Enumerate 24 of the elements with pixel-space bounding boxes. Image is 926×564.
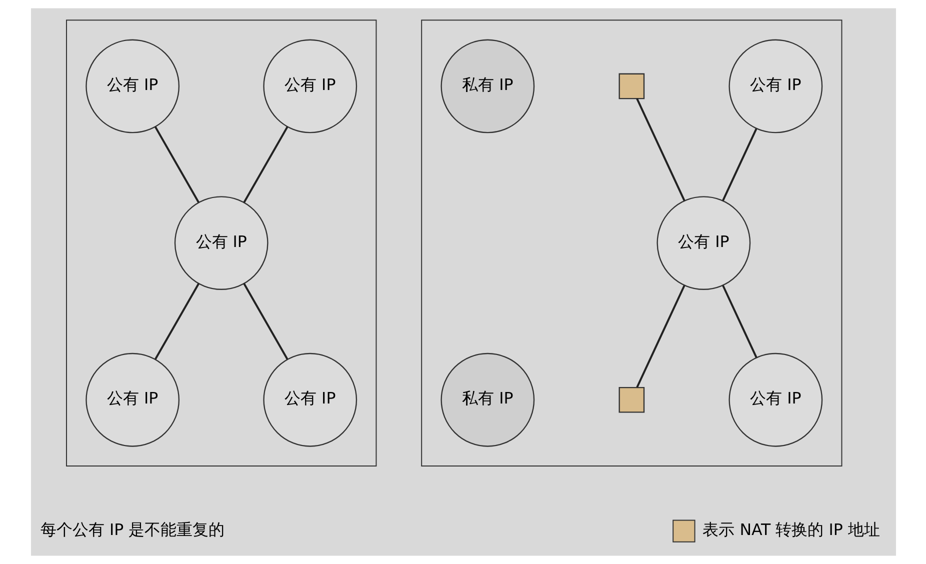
node-circle: 公有 IP bbox=[262, 39, 357, 134]
node-circle: 公有 IP bbox=[174, 196, 268, 290]
node-circle: 公有 IP bbox=[656, 196, 750, 290]
legend-label: 表示 NAT 转换的 IP 地址 bbox=[702, 520, 880, 539]
node-circle: 私有 IP bbox=[440, 352, 534, 447]
node-circle: 公有 IP bbox=[85, 352, 180, 447]
cluster bbox=[420, 20, 842, 466]
connector bbox=[154, 283, 200, 360]
node-box bbox=[618, 386, 644, 413]
node-circle: 公有 IP bbox=[728, 39, 822, 134]
node-circle: 公有 IP bbox=[262, 352, 357, 447]
node-circle: 公有 IP bbox=[728, 352, 822, 447]
connector bbox=[636, 98, 685, 202]
cluster bbox=[66, 20, 376, 466]
connector bbox=[722, 128, 757, 202]
node-circle: 私有 IP bbox=[440, 39, 534, 134]
label: 每个公有 IP 是不能重复的 bbox=[40, 520, 224, 539]
node-box bbox=[618, 73, 644, 100]
node-circle: 公有 IP bbox=[85, 39, 180, 134]
connector bbox=[242, 126, 288, 203]
connector bbox=[154, 126, 199, 203]
connector bbox=[242, 283, 288, 360]
connector bbox=[722, 285, 757, 358]
connector bbox=[636, 285, 685, 388]
